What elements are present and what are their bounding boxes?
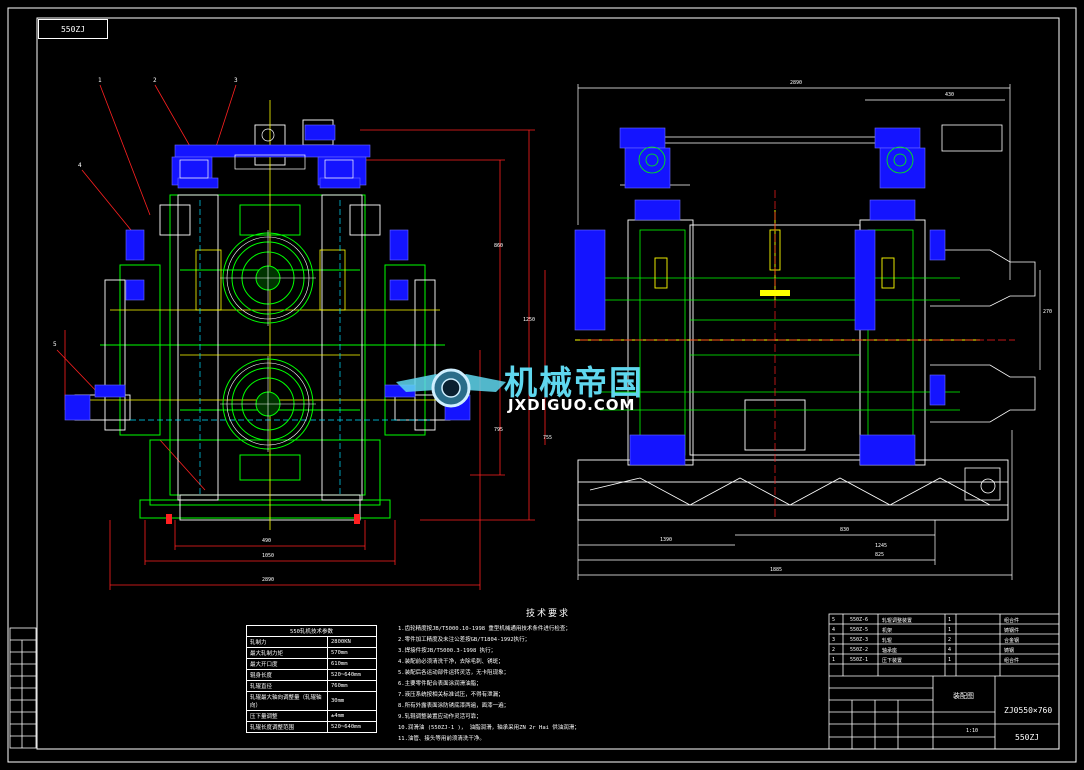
tech-line: 9.轧辊调整装置应动作灵活可靠； <box>398 714 482 720</box>
param-value: 760mm <box>327 680 377 692</box>
logo-cn: 机械帝国 <box>504 363 644 402</box>
front-view <box>56 84 546 590</box>
dim-490: 490 <box>262 538 272 544</box>
bom-name: 轧辊调整装置 <box>882 618 913 624</box>
tech-line: 10.润滑油 (550ZJ-1 )， 油脂润滑，轴承采用ZN 2r Hai 供油… <box>398 725 580 731</box>
inner-frame <box>36 17 1060 750</box>
dim-r-2890: 2890 <box>790 80 803 86</box>
bom-qty: 4 <box>948 647 952 653</box>
dim-r-825: 825 <box>875 552 885 558</box>
bom-code: 550Z-2 <box>850 647 869 653</box>
dim-r-1245: 1245 <box>875 543 888 549</box>
tech-line: 6.主要零件配合表面涂润滑油脂； <box>398 681 482 687</box>
param-value: 2800KN <box>327 636 377 648</box>
leader-label-3: 3 <box>234 77 238 84</box>
bom-mat: 组合件 <box>1004 618 1020 624</box>
tech-line: 7.液压系统按相关标准试压，不得有泄漏； <box>398 692 504 698</box>
dim-860: 860 <box>494 243 504 249</box>
param-name: 压下量调整 <box>246 710 328 722</box>
leader-label-5: 5 <box>53 341 57 348</box>
bom-mat: 铸钢 <box>1004 648 1015 654</box>
leader-label-4: 4 <box>78 162 82 169</box>
dim-r-1390: 1390 <box>660 537 673 543</box>
leader-label-2: 2 <box>153 77 157 84</box>
dim-2890: 2890 <box>262 577 275 583</box>
param-name: 轧辊最大轴向调整量（轧辊轴向） <box>246 691 328 711</box>
bom-code: 550Z-1 <box>850 657 869 663</box>
bom-qty: 1 <box>948 627 952 633</box>
bom-code: 550Z-5 <box>850 627 869 633</box>
side-view <box>574 84 1041 580</box>
param-title: 550轧机技术参数 <box>246 625 377 637</box>
bom-name: 机架 <box>882 628 893 634</box>
dim-755: 755 <box>543 435 553 441</box>
bom-name: 轧辊 <box>882 638 893 644</box>
bom-name: 轴承座 <box>882 648 898 654</box>
bom-no: 4 <box>832 627 836 633</box>
bom-name: 压下装置 <box>882 658 903 664</box>
base-truss <box>589 477 991 506</box>
param-name: 最大轧制力矩 <box>246 647 328 659</box>
leader-label-1: 1 <box>98 77 102 84</box>
param-name: 轧辊长度调整范围 <box>246 721 328 733</box>
param-value: 30mm <box>327 691 377 711</box>
param-value: 570mm <box>327 647 377 659</box>
param-value: ±4mm <box>327 710 377 722</box>
tech-line: 5.装配后各运动部件运转灵活，无卡阻现象； <box>398 670 510 676</box>
tech-heading: 技术要求 <box>525 609 570 619</box>
dim-r-430: 430 <box>945 92 955 98</box>
bom-code: 550Z-3 <box>850 637 869 643</box>
dim-r-1885: 1885 <box>770 567 783 573</box>
drawing-name: 装配图 <box>953 692 974 700</box>
bom-mat: 组合件 <box>1004 658 1020 664</box>
bom-qty: 1 <box>948 657 952 663</box>
tech-line: 1.齿轮精度按JB/T5000.10-1998 重型机械通用技术条件进行检查； <box>398 626 571 632</box>
param-value: 520~640mm <box>327 721 377 733</box>
eagle-gear-icon <box>396 368 506 408</box>
bom-qty: 1 <box>948 617 952 623</box>
dim-r-270: 270 <box>1043 309 1053 315</box>
drawing-number: 550ZJ <box>1015 733 1040 742</box>
tech-line: 4.装配前必须清洗干净，去除毛刺、锈斑； <box>398 659 504 665</box>
watermark-logo: 机械帝国 JXDIGUO.COM <box>396 354 691 420</box>
bom-no: 3 <box>832 637 836 643</box>
param-value: 610mm <box>327 658 377 670</box>
dim-r-830: 830 <box>840 527 850 533</box>
bom-no: 2 <box>832 647 836 653</box>
dim-1250: 1250 <box>523 317 536 323</box>
tech-line: 2.零件加工精度及未注公差按GB/T1804-1992执行； <box>398 637 531 643</box>
sheet-code-tag: 550ZJ <box>38 19 108 39</box>
bom-mat: 铸钢件 <box>1004 628 1020 634</box>
technical-requirements: 技术要求 1.齿轮精度按JB/T5000.10-1998 重型机械通用技术条件进… <box>398 606 698 745</box>
drawing-code: ZJ0550×760 <box>1004 706 1053 715</box>
tech-line: 11.油管、接头等用前须清洗干净。 <box>398 736 485 742</box>
drawing-scale: 1:10 <box>966 728 979 734</box>
bom-code: 550Z-6 <box>850 617 869 623</box>
dim-1050: 1050 <box>262 553 275 559</box>
bom-no: 1 <box>832 657 836 663</box>
param-name: 最大开口度 <box>246 658 328 670</box>
title-block <box>828 613 1060 750</box>
bom-qty: 2 <box>948 637 952 643</box>
bom-mat: 合金钢 <box>1004 638 1020 644</box>
bom-no: 5 <box>832 617 836 623</box>
param-name: 轧制力 <box>246 636 328 648</box>
param-name: 轧辊直径 <box>246 680 328 692</box>
outer-frame <box>7 7 1077 763</box>
logo-en: JXDIGUO.COM <box>508 396 636 414</box>
margin-strip <box>9 627 37 749</box>
dim-795: 795 <box>494 427 504 433</box>
param-name: 辊身长度 <box>246 669 328 681</box>
tech-line: 3.焊接件按JB/T5000.3-1998 执行； <box>398 648 497 654</box>
tech-line: 8.所有外露表面涂防锈底漆两遍，面漆一遍； <box>398 703 510 709</box>
param-value: 520~640mm <box>327 669 377 681</box>
